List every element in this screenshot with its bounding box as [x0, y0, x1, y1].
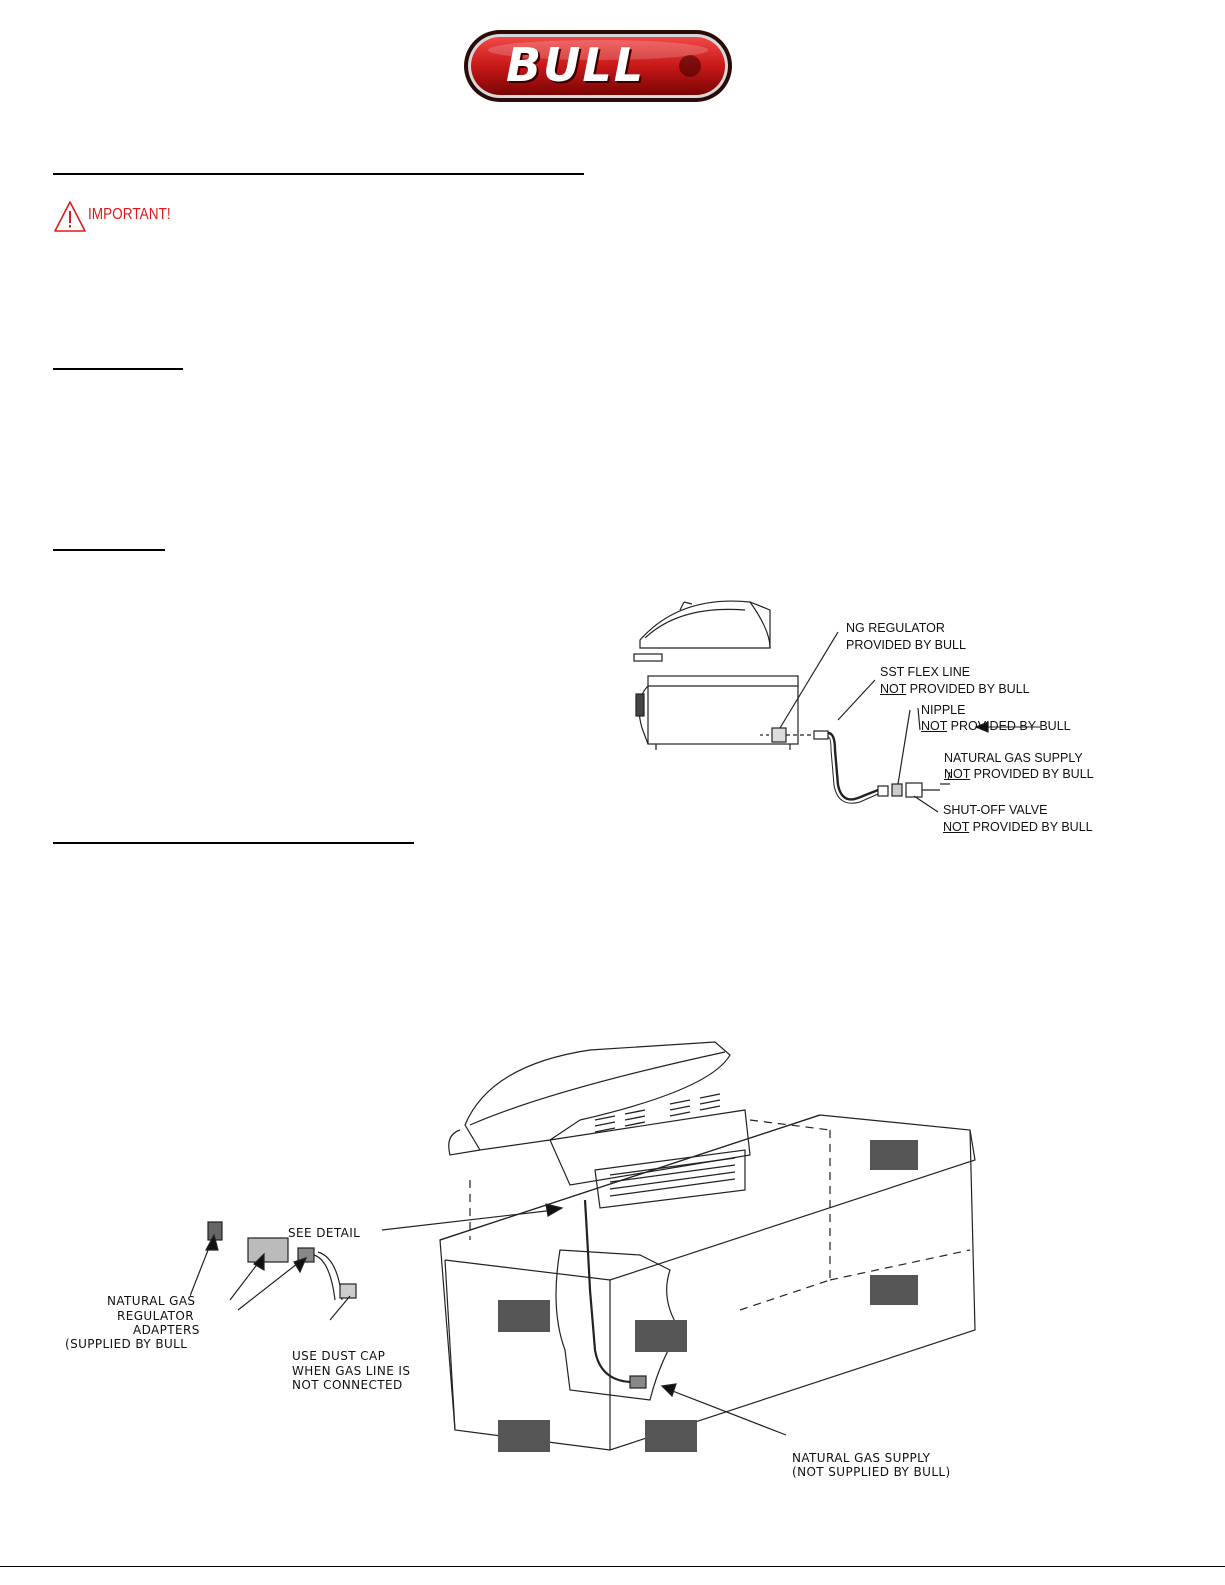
regulator-detail-diagram: [620, 590, 1100, 840]
label-regulator-adapters-2: REGULATOR: [117, 1309, 194, 1323]
island-installation-diagram: [189, 1030, 990, 1470]
logo-text: BULL: [506, 38, 646, 92]
label-nipple-note: NOT PROVIDED BY BULL: [921, 719, 1071, 733]
important-label: IMPORTANT!: [88, 206, 171, 223]
label-regulator-adapters-1: NATURAL GAS: [107, 1294, 196, 1308]
label-island-gas-supply-1: NATURAL GAS SUPPLY: [792, 1451, 931, 1465]
label-shutoff-valve: SHUT-OFF VALVE: [943, 803, 1048, 817]
island-grill-drawing: [189, 1041, 976, 1452]
label-ng-regulator-1: NG REGULATOR: [846, 621, 945, 635]
bull-logo: BULL: [462, 28, 734, 104]
label-see-detail: SEE DETAIL: [288, 1226, 361, 1240]
label-nipple: NIPPLE: [921, 703, 966, 717]
warning-triangle-icon: [54, 201, 86, 232]
label-dust-cap-3: NOT CONNECTED: [292, 1378, 403, 1392]
bull-emblem-icon: [679, 55, 701, 77]
section-heading-rule-3: [53, 549, 165, 551]
page-bottom-rule: [0, 1566, 1225, 1567]
label-natural-gas-supply-note: NOT PROVIDED BY BULL: [944, 767, 1094, 781]
label-regulator-adapters-4: (SUPPLIED BY BULL: [65, 1337, 188, 1351]
label-natural-gas-supply: NATURAL GAS SUPPLY: [944, 751, 1083, 765]
section-heading-rule-1: [53, 173, 584, 175]
important-warning: [53, 200, 253, 236]
section-heading-rule-2: [53, 368, 183, 370]
section-heading-rule-4: [53, 842, 414, 844]
label-sst-flex-line: SST FLEX LINE: [880, 665, 971, 679]
grill-connection-drawing: [633, 600, 1040, 813]
label-sst-flex-line-note: NOT PROVIDED BY BULL: [880, 682, 1030, 696]
label-dust-cap-1: USE DUST CAP: [292, 1349, 386, 1363]
label-dust-cap-2: WHEN GAS LINE IS: [292, 1364, 411, 1378]
label-shutoff-valve-note: NOT PROVIDED BY BULL: [943, 820, 1093, 834]
logo-badge-icon: [464, 30, 732, 102]
label-island-gas-supply-2: (NOT SUPPLIED BY BULL): [792, 1465, 951, 1479]
label-ng-regulator-2: PROVIDED BY BULL: [846, 638, 966, 652]
label-regulator-adapters-3: ADAPTERS: [133, 1323, 200, 1337]
